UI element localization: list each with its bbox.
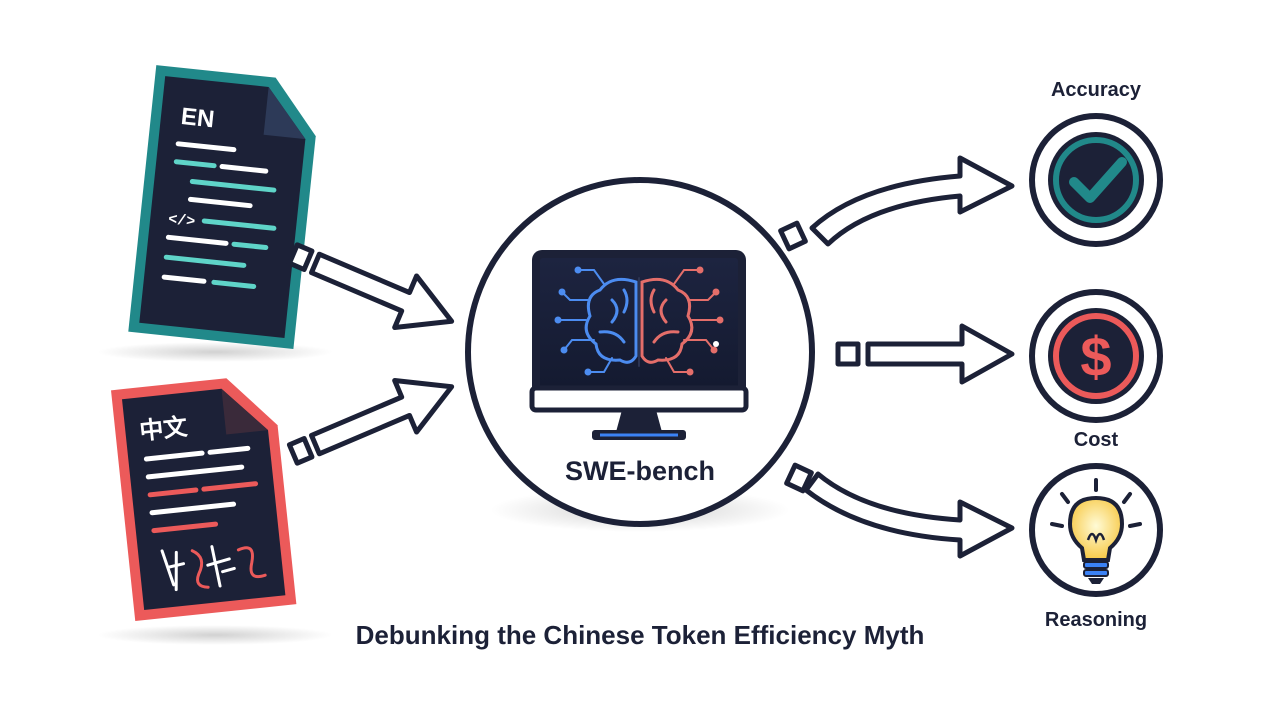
monitor-chin: [529, 385, 749, 413]
arrow-zh-to-center: [286, 378, 455, 466]
accuracy-label: Accuracy: [1051, 79, 1142, 101]
zh-document: 中文: [111, 378, 297, 622]
arrow-center-to-cost: [835, 323, 1015, 385]
en-doc-code-lines: [161, 141, 277, 289]
monitor-neck: [616, 410, 662, 432]
zh-doc-shadow: [97, 625, 333, 645]
footer-title: Debunking the Chinese Token Efficiency M…: [356, 620, 925, 650]
brain-circuit-icon: [557, 269, 721, 373]
lightbulb-icon: [1029, 463, 1163, 597]
monitor-icon: [529, 250, 749, 440]
en-document: EN </>: [128, 65, 316, 349]
en-doc-tag: EN: [180, 103, 216, 133]
zh-doc-tag: 中文: [138, 413, 190, 446]
circuit-nodes: [554, 266, 724, 376]
zh-doc-text-lines: [143, 445, 259, 534]
reasoning-label: Reasoning: [1045, 609, 1147, 631]
code-bracket-icon: </>: [167, 211, 196, 231]
dollar-icon: $: [1029, 289, 1163, 423]
cost-label: Cost: [1074, 429, 1119, 451]
arrow-en-to-center: [286, 242, 455, 330]
checkmark-icon: [1029, 113, 1163, 247]
arrow-center-to-reasoning: [784, 462, 1015, 559]
zh-doc-handwriting: [160, 545, 267, 592]
en-doc-fold: [263, 86, 306, 140]
svg-text:$: $: [1080, 325, 1111, 388]
en-doc-body: [139, 76, 306, 338]
center-label: SWE-bench: [565, 456, 715, 486]
arrow-center-to-accuracy: [778, 155, 1015, 252]
zh-doc-fold: [221, 388, 269, 435]
en-doc-shadow: [97, 342, 333, 362]
